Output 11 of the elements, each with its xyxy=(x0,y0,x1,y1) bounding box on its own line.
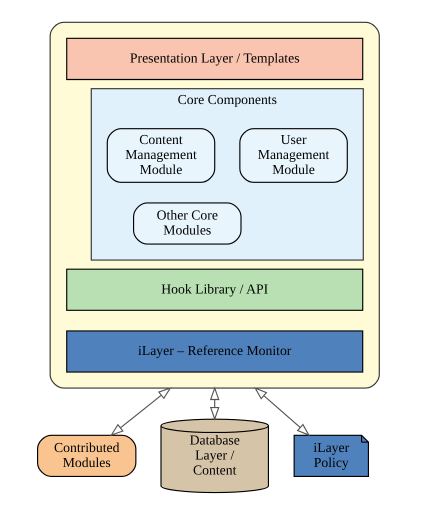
node-box: iLayer – Reference Monitor xyxy=(66,330,364,373)
cluster xyxy=(50,22,380,389)
arrow xyxy=(210,386,220,421)
arrow xyxy=(110,386,172,436)
node-box: Other Core Modules xyxy=(133,202,242,245)
node-box: Contributed Modules xyxy=(37,434,136,477)
node-box: Content Management Module xyxy=(106,128,216,183)
node-box: Presentation Layer / Templates xyxy=(66,38,364,80)
node-box: Hook Library / API xyxy=(66,268,364,311)
arrow xyxy=(254,386,310,436)
node-box: User Management Module xyxy=(239,128,348,183)
